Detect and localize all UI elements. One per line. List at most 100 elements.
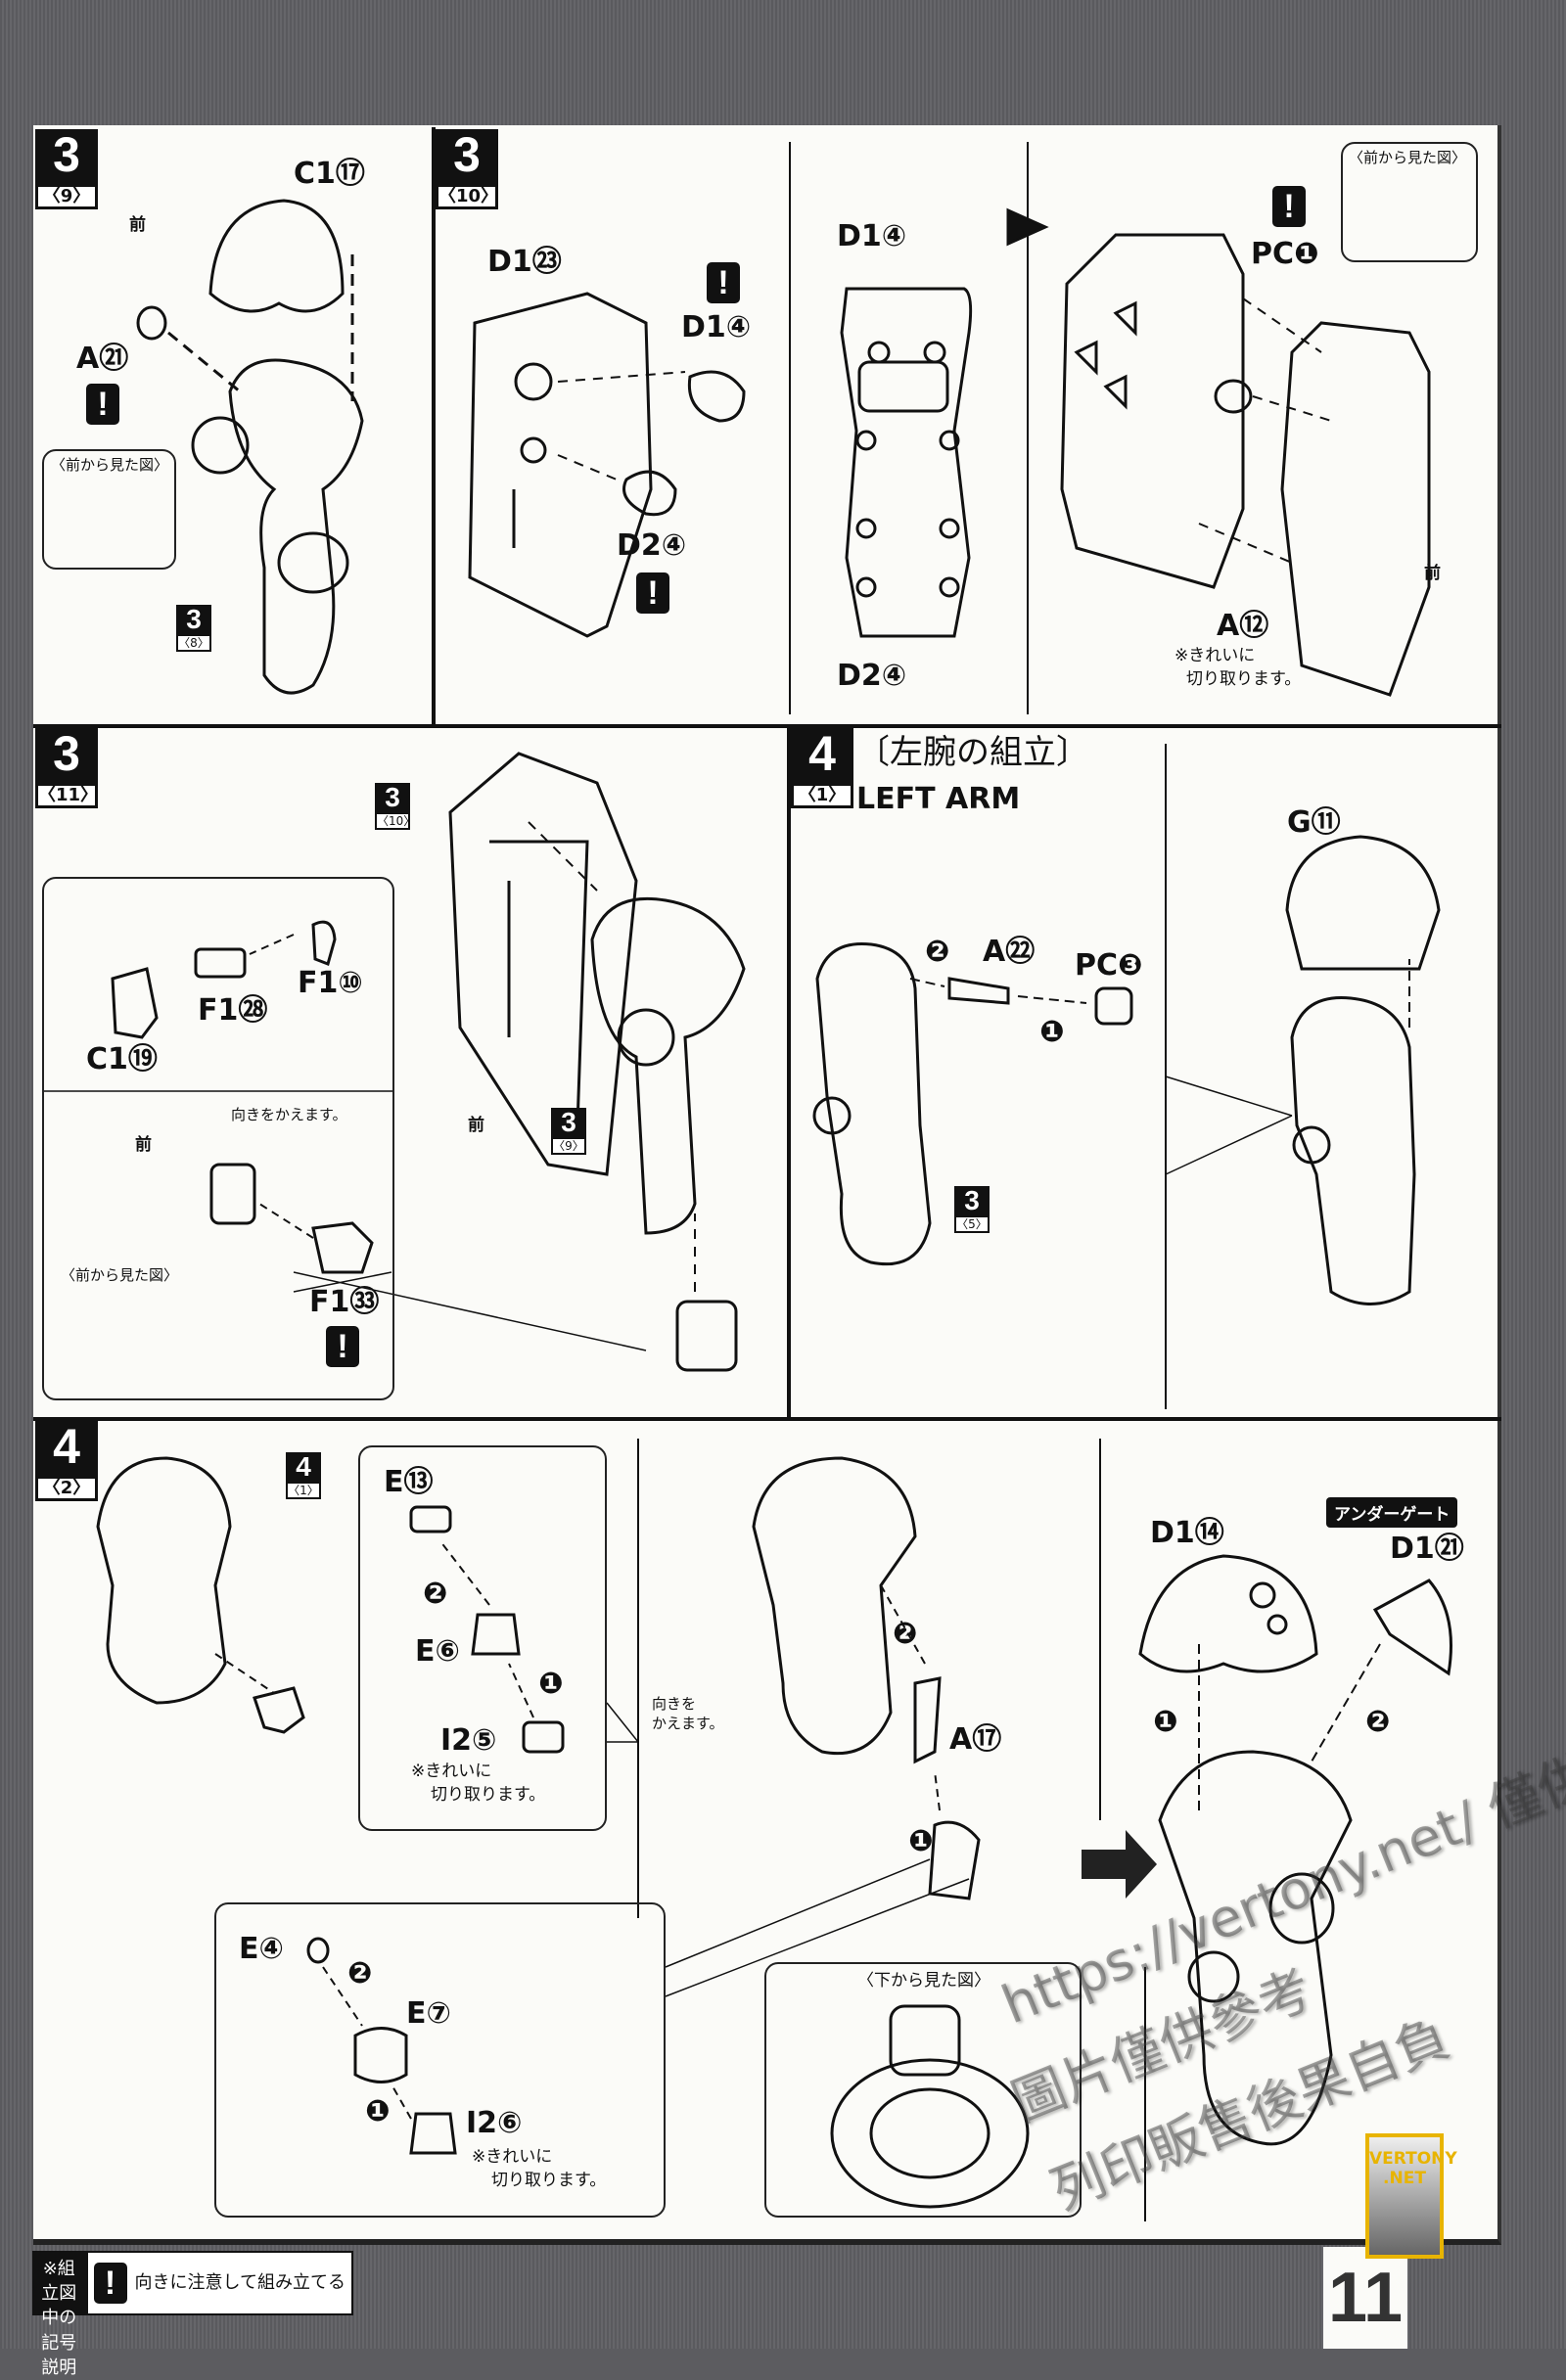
note-text: ※きれいに <box>1174 646 1256 665</box>
arm-upper <box>815 941 932 1266</box>
part-a17 <box>913 1676 942 1764</box>
caution-icon: ! <box>86 384 119 425</box>
part-a21 <box>136 305 167 341</box>
section-title-jp: 〔左腕の組立〕 <box>856 733 1089 772</box>
part-label: E⑬ <box>384 1465 434 1499</box>
part-label: A⑰ <box>949 1722 1002 1757</box>
part-label: D1④ <box>681 310 752 344</box>
front-label: 前 <box>1424 564 1441 583</box>
part-label: PC❸ <box>1075 948 1143 983</box>
step-number: ❶ <box>908 1824 934 1858</box>
part-label: G⑪ <box>1287 805 1341 840</box>
note-text: 切り取ります。 <box>1186 669 1302 689</box>
arm-socket <box>191 416 250 475</box>
part-e7 <box>353 2027 408 2083</box>
note-text: かえます。 <box>652 1715 724 1732</box>
caution-icon: ! <box>707 262 740 303</box>
part-label: A⑫ <box>1217 609 1269 643</box>
note-text: ※きれいに <box>472 2147 553 2167</box>
part-label: I2⑤ <box>440 1723 497 1758</box>
part-label: D2④ <box>617 528 687 563</box>
part-frame-plate <box>840 287 973 638</box>
section-title-en: LEFT ARM <box>856 782 1021 816</box>
bottom-view-callout <box>764 1962 1082 2218</box>
step-number: ❷ <box>1365 1705 1391 1739</box>
arm-upper-2 <box>1290 996 1416 1305</box>
part-label: D1④ <box>837 219 907 253</box>
callout-title: 〈前から見た図〉 <box>51 456 169 474</box>
step-4-1: 4〈1〉 <box>791 728 853 808</box>
step-number: ❷ <box>347 1956 373 1991</box>
arm-assembly <box>590 896 746 1235</box>
watermark-badge: VERTONY .NET <box>1365 2133 1457 2259</box>
part-label: F1㉘ <box>198 993 268 1028</box>
ref-step-3-8: 3〈8〉 <box>176 605 211 652</box>
part-label: F1㉝ <box>309 1285 380 1319</box>
part-i2-5 <box>522 1720 565 1754</box>
front-view-callout <box>1341 142 1478 262</box>
step-4-2: 4〈2〉 <box>35 1421 98 1501</box>
front-label: 前 <box>468 1116 484 1135</box>
step-number: ❶ <box>1039 1015 1065 1049</box>
sub-assembly-callout <box>42 877 394 1400</box>
part-d2-4 <box>622 470 677 517</box>
part-label: PC❶ <box>1251 237 1319 271</box>
ref-step-4-1: 4〈1〉 <box>286 1452 321 1499</box>
caution-icon: ! <box>1272 186 1306 227</box>
arm-assembly-2 <box>752 1456 917 1756</box>
part-label: I2⑥ <box>466 2106 523 2140</box>
note-text: 向きを <box>652 1695 697 1713</box>
ref-step-3-5: 3〈5〉 <box>954 1186 990 1233</box>
panel-dividers <box>33 127 1501 1421</box>
step-number: ❶ <box>365 2094 391 2128</box>
part-f1-33 <box>311 1221 374 1274</box>
bottom-view-part <box>830 2058 1030 2209</box>
part-label: E⑥ <box>415 1634 460 1669</box>
part-label: D1⑭ <box>1150 1516 1224 1550</box>
part-label: F1⑩ <box>298 966 363 1000</box>
part-label: E⑦ <box>406 1996 451 2031</box>
part-d1-14 <box>1138 1554 1318 1673</box>
under-gate-tag: アンダーゲート <box>1326 1497 1458 1528</box>
big-step-arrow <box>1082 1830 1157 1899</box>
part-pc1 <box>1214 379 1253 414</box>
part-shield-plate <box>448 752 638 1176</box>
part-pc3 <box>1094 986 1133 1026</box>
part-outer-plate <box>1060 233 1245 589</box>
part-label: A㉑ <box>76 342 129 376</box>
part-a22 <box>947 977 1010 1005</box>
part-f1-28 <box>194 947 247 979</box>
assembled-arm <box>1158 1750 1353 2146</box>
part-label: D1㉑ <box>1390 1532 1464 1566</box>
note-text: 切り取ります。 <box>491 2171 607 2190</box>
legend-title: ※組立図中の記号説明 <box>41 2259 77 2378</box>
part-label: C1⑰ <box>294 157 365 191</box>
callout-title: 〈下から見た図〉 <box>857 1971 990 1991</box>
step-3-10: 3〈10〉 <box>436 129 498 209</box>
dashed-arrow <box>167 254 354 401</box>
note-text: ※きれいに <box>411 1762 492 1781</box>
part-g11 <box>1285 835 1441 971</box>
part-label: A㉒ <box>983 935 1036 969</box>
symbol-legend: ※組立図中の記号説明 !向きに注意して組み立てる <box>32 2251 353 2378</box>
part-label: E④ <box>239 1932 284 1966</box>
arm-elbow-joint <box>277 531 349 594</box>
callout-lines <box>42 1090 647 1351</box>
part-label: C1⑲ <box>86 1042 158 1076</box>
page-number: 11 <box>1323 2247 1407 2349</box>
step-number: ❷ <box>423 1577 448 1611</box>
front-view-callout <box>42 449 176 570</box>
part-c1-19 <box>111 967 159 1039</box>
front-label: 前 <box>129 215 146 235</box>
part-label: D2④ <box>837 659 907 693</box>
caution-icon: ! <box>93 2263 127 2304</box>
part-d1-21 <box>1372 1579 1452 1676</box>
front-label: 前 <box>135 1135 152 1155</box>
note-text: 切り取ります。 <box>431 1785 546 1805</box>
caution-icon: ! <box>326 1326 359 1367</box>
part-e13 <box>409 1505 452 1533</box>
step-3-11: 3〈11〉 <box>35 728 98 808</box>
part-label: D1㉓ <box>487 245 562 279</box>
step-number: ❶ <box>1153 1705 1178 1739</box>
